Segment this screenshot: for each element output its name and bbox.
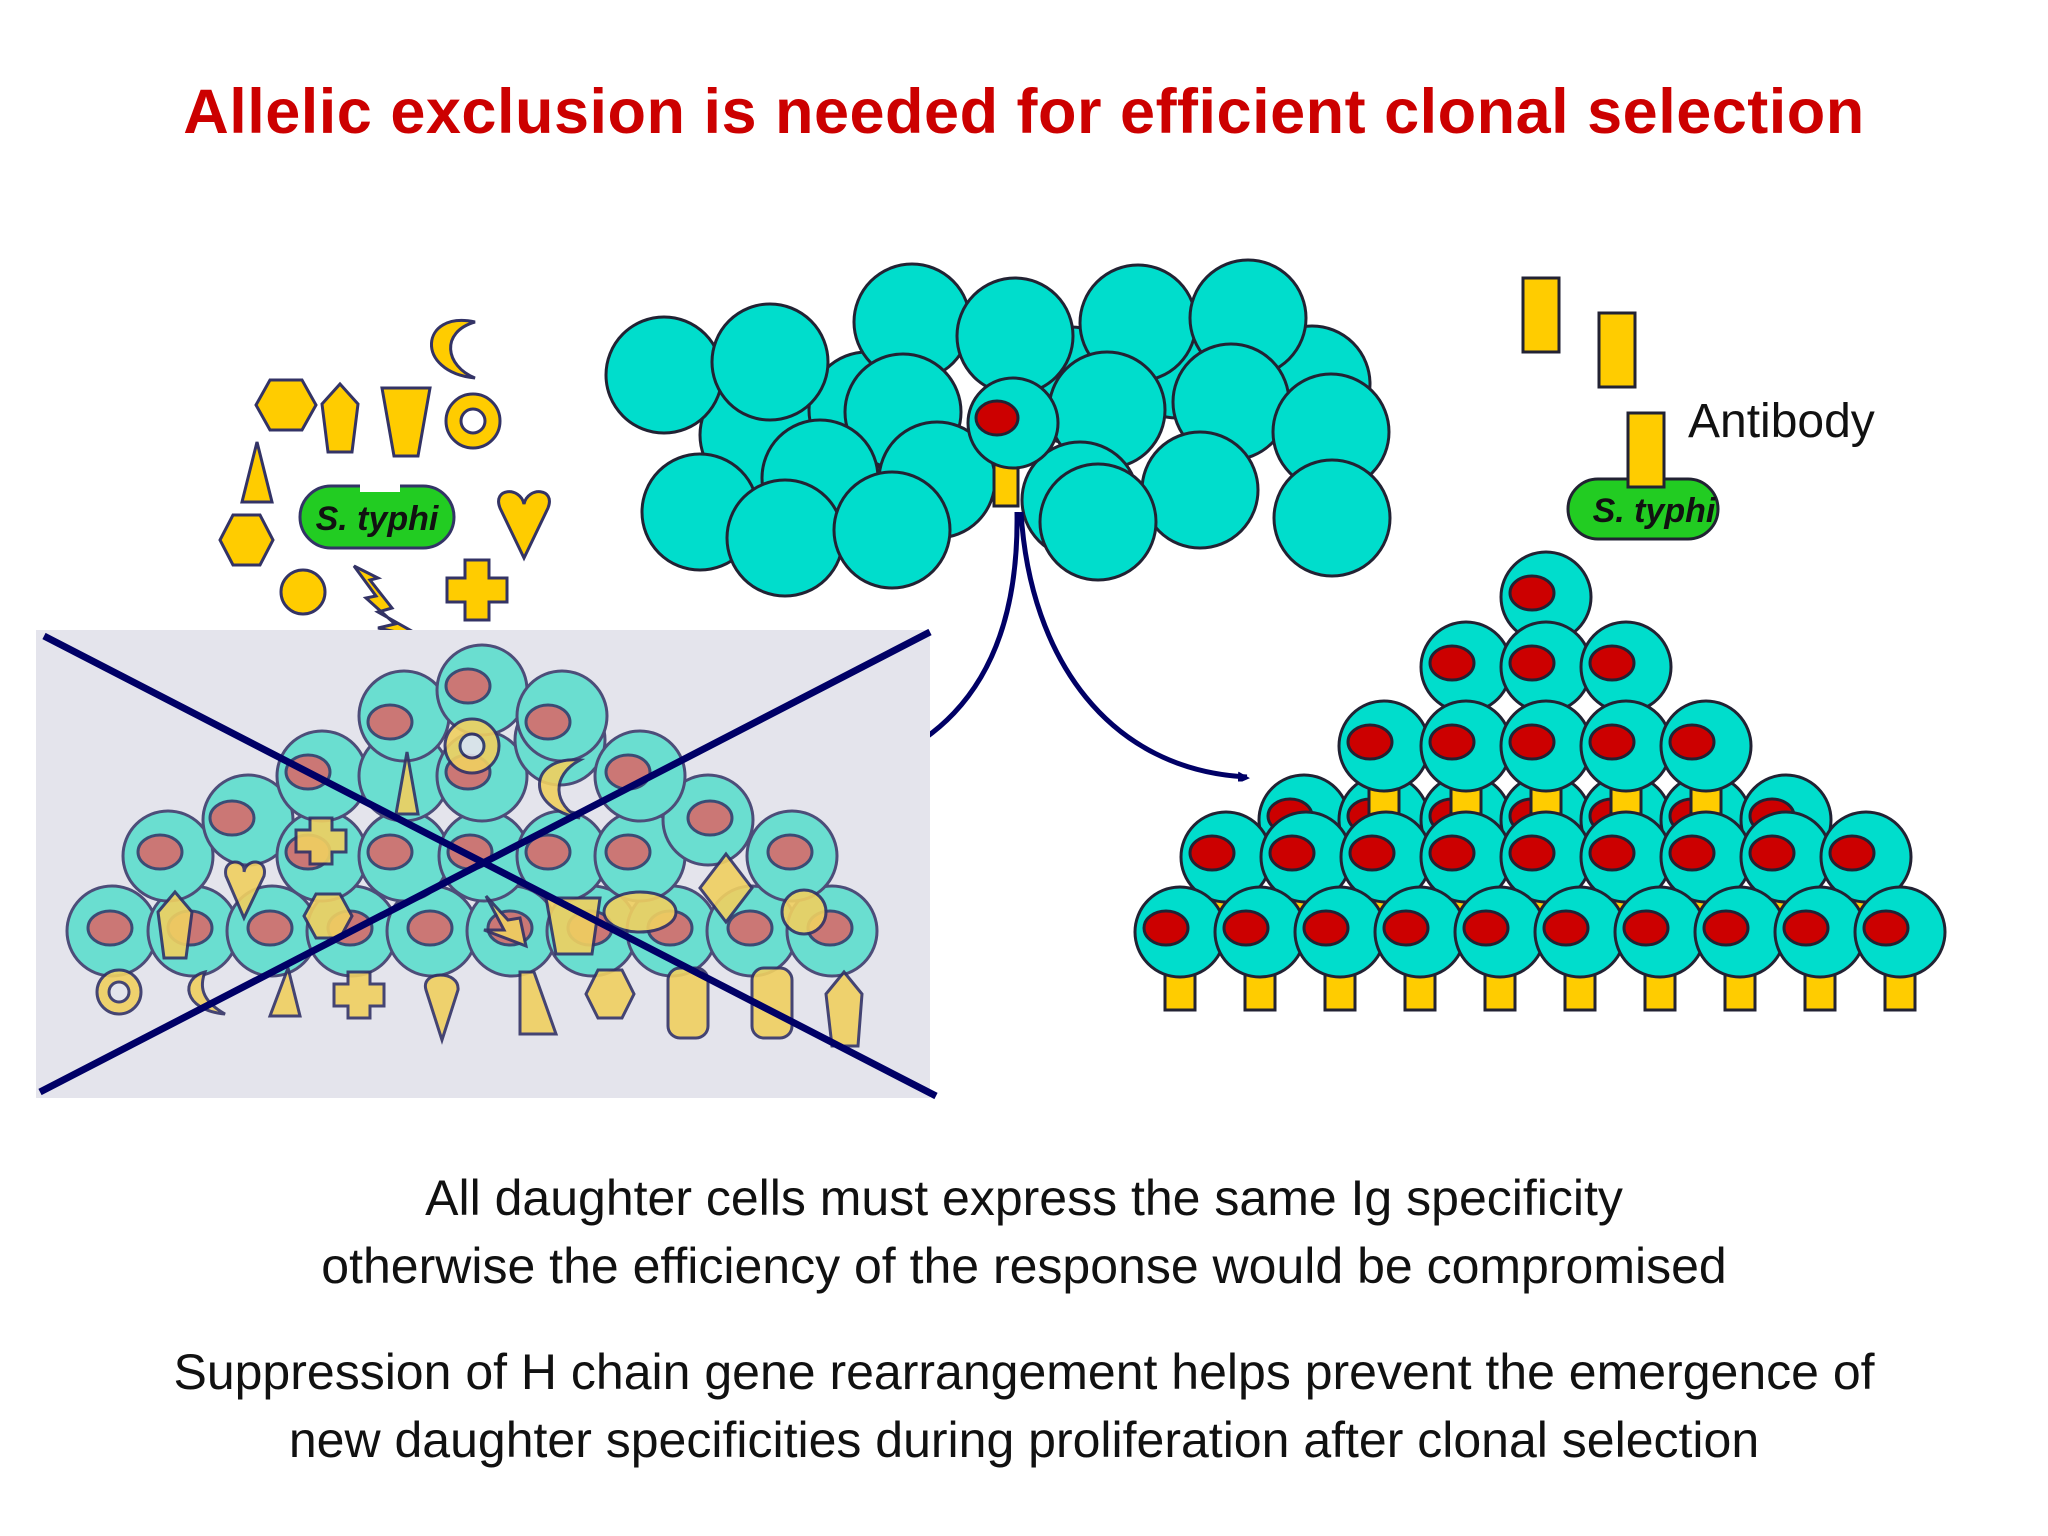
hexagon-antigen-2: [218, 513, 275, 567]
nucleus: [1268, 834, 1316, 872]
hexagon-antigen: [254, 378, 318, 432]
triangle-antigen: [240, 441, 274, 504]
heart-antigen: [497, 490, 551, 562]
caption-line-1: All daughter cells must express the same…: [425, 1170, 1623, 1226]
pathogen-label: S. typhi: [1593, 492, 1717, 530]
nucleus: [1828, 834, 1876, 872]
antigen-shapes: [218, 319, 551, 640]
round-antigen: [279, 568, 327, 616]
nucleus: [1382, 909, 1430, 947]
cross-antigen: [445, 558, 509, 622]
daughter-b-cell: [1133, 885, 1227, 1012]
pentagon-antigen: [320, 381, 360, 454]
nucleus: [1346, 723, 1394, 761]
selected-b-cell: [966, 376, 1060, 508]
nucleus: [1622, 909, 1670, 947]
cross-out-line: [42, 632, 938, 1100]
nucleus: [1782, 909, 1830, 947]
antibody-label: Antibody: [1688, 395, 1875, 448]
arrow-to-pure-clone: [1018, 511, 1247, 777]
nucleus: [1302, 909, 1350, 947]
nucleus: [1588, 723, 1636, 761]
lymphocyte-pool: [604, 258, 1392, 598]
nucleus: [1428, 723, 1476, 761]
slide-title: Allelic exclusion is needed for efficien…: [183, 77, 1865, 147]
nucleus: [1668, 723, 1716, 761]
daughter-b-cell: [1453, 885, 1547, 1012]
nucleus: [1142, 909, 1190, 947]
nucleus: [1508, 644, 1556, 682]
caption-line-4: new daughter specificities during prolif…: [288, 1412, 1760, 1468]
daughter-b-cell: [1373, 885, 1467, 1012]
nucleus: [1348, 834, 1396, 872]
nucleus: [1508, 834, 1556, 872]
daughter-b-cell: [1419, 699, 1513, 826]
nucleus: [1748, 834, 1796, 872]
cross-out-line: [38, 628, 932, 1096]
daughter-b-cell: [1853, 885, 1947, 1012]
crescent-antigen: [430, 319, 476, 380]
mixed-specificity-clone: [36, 628, 938, 1100]
nucleus: [1508, 574, 1556, 612]
caption-line-3: Suppression of H chain gene rearrangemen…: [173, 1344, 1875, 1400]
daughter-b-cell: [1659, 699, 1753, 826]
nucleus: [1508, 723, 1556, 761]
daughter-b-cell: [1293, 885, 1387, 1012]
daughter-b-cell: [1773, 885, 1867, 1012]
pathogen-left: S. typhi: [298, 482, 456, 550]
daughter-b-cell: [1613, 885, 1707, 1012]
selected-cell-nucleus: [974, 399, 1020, 437]
daughter-b-cell: [1533, 885, 1627, 1012]
bound-antibody: [1626, 411, 1666, 489]
bolt-antigen: [352, 564, 425, 640]
daughter-b-cell: [1337, 699, 1431, 826]
nucleus: [1588, 834, 1636, 872]
nucleus: [1222, 909, 1270, 947]
nucleus: [1702, 909, 1750, 947]
nucleus: [1188, 834, 1236, 872]
daughter-b-cell: [1693, 885, 1787, 1012]
nucleus: [1428, 644, 1476, 682]
nucleus: [1588, 644, 1636, 682]
free-antibodies: [1521, 276, 1637, 389]
antibody-bound-pathogen: S. typhi Antibody: [1566, 395, 1875, 541]
trapezoid-antigen: [380, 386, 432, 458]
nucleus: [1542, 909, 1590, 947]
nucleus: [1668, 834, 1716, 872]
nucleus: [1428, 834, 1476, 872]
daughter-b-cell: [1213, 885, 1307, 1012]
nucleus: [1862, 909, 1910, 947]
uniform-specificity-clone: [1133, 550, 1947, 1012]
pathogen-label: S. typhi: [316, 500, 440, 538]
caption-line-2: otherwise the efficiency of the response…: [321, 1238, 1727, 1294]
nucleus: [1462, 909, 1510, 947]
